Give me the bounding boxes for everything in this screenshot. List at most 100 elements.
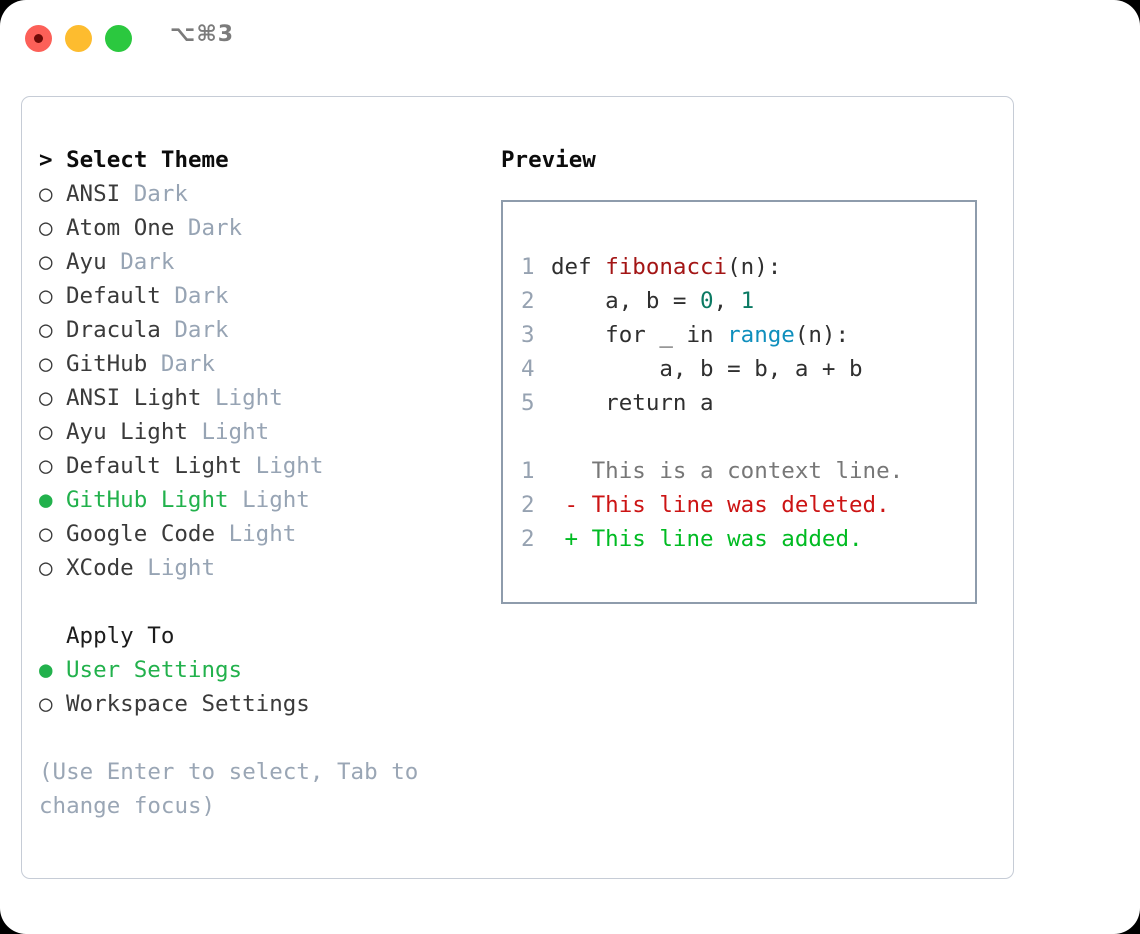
code-token: a, b = xyxy=(551,288,701,314)
code-token: fibonacci xyxy=(605,254,728,280)
title-bar: ⌥⌘3 xyxy=(0,0,1140,78)
theme-row[interactable]: ○ Default Dark xyxy=(39,279,489,313)
code-line xyxy=(521,420,903,454)
theme-variant-label: Light xyxy=(255,453,324,479)
theme-name-label: GitHub xyxy=(66,351,161,377)
line-number: 2 xyxy=(521,492,535,518)
theme-name-label: Ayu xyxy=(66,249,121,275)
recording-dot-icon xyxy=(34,34,43,43)
code-line: 4 a, b = b, a + b xyxy=(521,352,903,386)
theme-name-label: Ayu Light xyxy=(66,419,202,445)
code-line: 2 + This line was added. xyxy=(521,522,903,556)
theme-variant-label: Light xyxy=(228,521,297,547)
theme-row[interactable]: ● GitHub Light Light xyxy=(39,483,489,517)
theme-row[interactable]: ○ Ayu Dark xyxy=(39,245,489,279)
apply-to-label: User Settings xyxy=(66,657,243,683)
radio-unselected-icon[interactable]: ○ xyxy=(39,283,53,309)
theme-variant-label: Dark xyxy=(160,351,216,377)
hint-spacer xyxy=(39,721,489,755)
line-number: 5 xyxy=(521,390,535,416)
code-line: 3 for _ in range(n): xyxy=(521,318,903,352)
code-line: 2 a, b = 0, 1 xyxy=(521,284,903,318)
radio-selected-icon[interactable]: ● xyxy=(39,657,53,683)
code-token: return a xyxy=(551,390,714,416)
radio-unselected-icon[interactable]: ○ xyxy=(39,317,53,343)
code-token: 0 xyxy=(700,288,714,314)
zoom-light-icon[interactable] xyxy=(105,25,132,52)
code-token: - This line was deleted. xyxy=(551,492,890,518)
line-number: 2 xyxy=(521,288,535,314)
code-token: (n): xyxy=(727,254,782,280)
radio-unselected-icon[interactable]: ○ xyxy=(39,691,53,717)
theme-list[interactable]: ○ANSI Dark○Atom One Dark○Ayu Dark○Defaul… xyxy=(39,177,489,585)
code-token: , xyxy=(713,288,741,314)
apply-to-row[interactable]: ● User Settings xyxy=(39,653,489,687)
radio-unselected-icon[interactable]: ○ xyxy=(39,453,53,479)
radio-selected-icon[interactable]: ● xyxy=(39,487,53,513)
code-line: 2 - This line was deleted. xyxy=(521,488,903,522)
theme-row[interactable]: ○ Dracula Dark xyxy=(39,313,489,347)
theme-row[interactable]: ○ GitHub Dark xyxy=(39,347,489,381)
code-token: + This line was added. xyxy=(551,526,863,552)
theme-variant-label: Light xyxy=(201,419,270,445)
code-token: 1 xyxy=(740,288,755,314)
theme-row[interactable]: ○ ANSI Light Light xyxy=(39,381,489,415)
theme-name-label: Default xyxy=(66,283,175,309)
theme-name-label: Dracula xyxy=(66,317,175,343)
close-light-icon[interactable] xyxy=(25,25,52,52)
radio-unselected-icon[interactable]: ○ xyxy=(39,521,53,547)
keyboard-hint-text: (Use Enter to select, Tab to change focu… xyxy=(39,759,419,819)
theme-row[interactable]: ○ XCode Light xyxy=(39,551,489,585)
code-token: for _ in xyxy=(551,322,728,348)
theme-row[interactable]: ○Default Light Light xyxy=(39,449,489,483)
theme-variant-label: Light xyxy=(215,385,283,411)
theme-name-label: XCode xyxy=(66,555,148,581)
code-token: (n): xyxy=(794,322,850,348)
theme-row[interactable]: ○ANSI Dark xyxy=(39,177,489,211)
theme-variant-label: Dark xyxy=(133,181,188,207)
radio-unselected-icon[interactable]: ○ xyxy=(39,555,53,581)
radio-unselected-icon[interactable]: ○ xyxy=(39,215,53,241)
radio-unselected-icon[interactable]: ○ xyxy=(39,351,53,377)
keyboard-shortcut-label: ⌥⌘3 xyxy=(170,22,235,47)
theme-variant-label: Dark xyxy=(174,317,229,343)
apply-to-row[interactable]: ○ Workspace Settings xyxy=(39,687,489,721)
radio-unselected-icon[interactable]: ○ xyxy=(39,181,53,207)
apply-to-label: Workspace Settings xyxy=(66,691,310,717)
line-number: 4 xyxy=(521,356,535,382)
theme-row[interactable]: ○Atom One Dark xyxy=(39,211,489,245)
theme-variant-label: Light xyxy=(242,487,310,513)
line-number: 1 xyxy=(521,254,535,280)
theme-variant-label: Dark xyxy=(174,283,229,309)
theme-name-label: Google Code xyxy=(66,521,229,547)
panel-columns: > Select Theme ○ANSI Dark○Atom One Dark○… xyxy=(22,97,1013,878)
theme-selector-column: > Select Theme ○ANSI Dark○Atom One Dark○… xyxy=(39,143,489,823)
preview-heading: Preview xyxy=(501,147,596,173)
apply-to-list[interactable]: ● User Settings ○ Workspace Settings xyxy=(39,653,489,721)
theme-row[interactable]: ○ Google Code Light xyxy=(39,517,489,551)
minimize-light-icon[interactable] xyxy=(65,25,92,52)
apply-to-heading: Apply To xyxy=(66,623,175,649)
theme-row[interactable]: ○ Ayu Light Light xyxy=(39,415,489,449)
window-controls xyxy=(25,25,132,52)
code-token: This is a context line. xyxy=(551,458,904,484)
code-line: 5 return a xyxy=(521,386,903,420)
theme-name-label: ANSI Light xyxy=(66,385,216,411)
code-token: a, b = b, a + b xyxy=(551,356,863,382)
main-panel: > Select Theme ○ANSI Dark○Atom One Dark○… xyxy=(21,96,1014,879)
line-number: 1 xyxy=(521,458,535,484)
code-token: def xyxy=(551,254,606,280)
theme-variant-label: Light xyxy=(147,555,216,581)
list-spacer xyxy=(39,585,489,619)
select-theme-heading: > Select Theme xyxy=(39,147,229,173)
code-line: 1 def fibonacci(n): xyxy=(521,250,903,284)
radio-unselected-icon[interactable]: ○ xyxy=(39,249,53,275)
theme-variant-label: Dark xyxy=(187,215,243,241)
radio-unselected-icon[interactable]: ○ xyxy=(39,419,53,445)
theme-variant-label: Dark xyxy=(120,249,175,275)
theme-name-label: GitHub Light xyxy=(66,487,243,513)
radio-unselected-icon[interactable]: ○ xyxy=(39,385,53,411)
code-line: 1 This is a context line. xyxy=(521,454,903,488)
